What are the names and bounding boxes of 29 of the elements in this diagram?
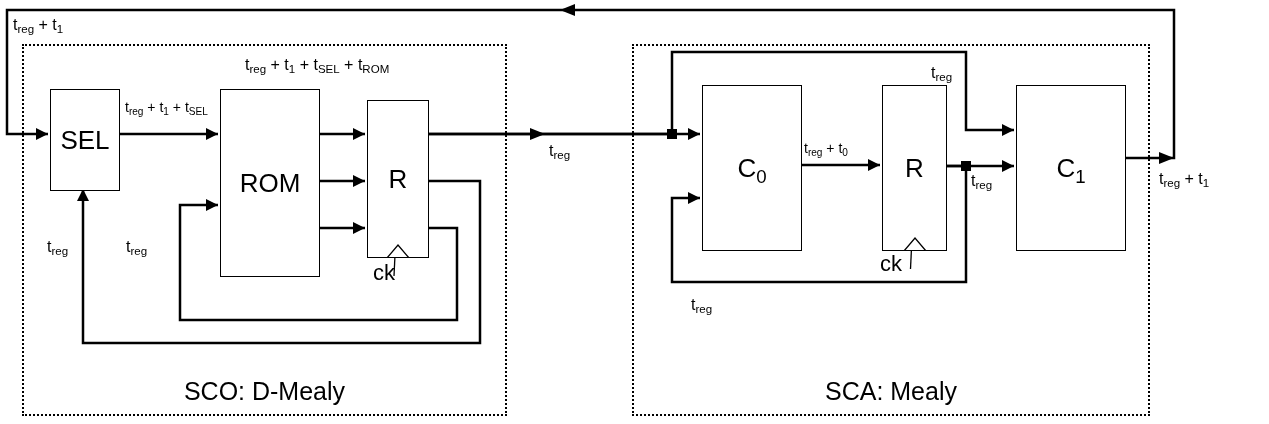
block-label: SEL	[60, 127, 110, 153]
edge-label: t$_{reg}$	[930, 64, 954, 82]
edge-label: t$_{reg}$ + t$_{1}$	[1158, 170, 1211, 188]
clock-label: ck	[880, 253, 902, 275]
edge-label: t$_{reg}$ + t$_{1}$ + t$_{SEL}$ + t$_{ROM}$	[244, 56, 391, 74]
block-label: R	[388, 166, 408, 192]
selector-block	[50, 89, 120, 191]
register-block	[367, 100, 429, 258]
logic-block	[702, 85, 802, 251]
group-title: SCO: D-Mealy	[183, 379, 346, 404]
block-label: R	[905, 155, 924, 181]
timing-label: t$_{reg}$ + t$_{1}$	[12, 16, 65, 34]
clock-label: ck	[373, 262, 395, 284]
group-frame	[632, 44, 1150, 416]
edge-label: t$_{reg}$ + t$_{0}$	[803, 141, 849, 157]
edge-label: t$_{reg}$	[125, 238, 149, 256]
block-label: ROM	[239, 170, 301, 196]
group-title: SCA: Mealy	[825, 379, 957, 404]
edge-label: t$_{reg}$ + t$_{1}$ + t$_{SEL}$	[124, 100, 209, 116]
edge-label: t$_{reg}$	[46, 238, 70, 256]
edge-label: t$_{reg}$	[970, 172, 994, 190]
block-label: C$_{0}$	[737, 155, 767, 181]
edge-label: t$_{reg}$	[690, 296, 714, 314]
group-frame	[22, 44, 507, 416]
block-label: C$_{1}$	[1056, 155, 1086, 181]
logic-block	[1016, 85, 1126, 251]
memory-block	[220, 89, 320, 277]
register-block	[882, 85, 947, 251]
edge-label: t$_{reg}$	[548, 142, 572, 160]
